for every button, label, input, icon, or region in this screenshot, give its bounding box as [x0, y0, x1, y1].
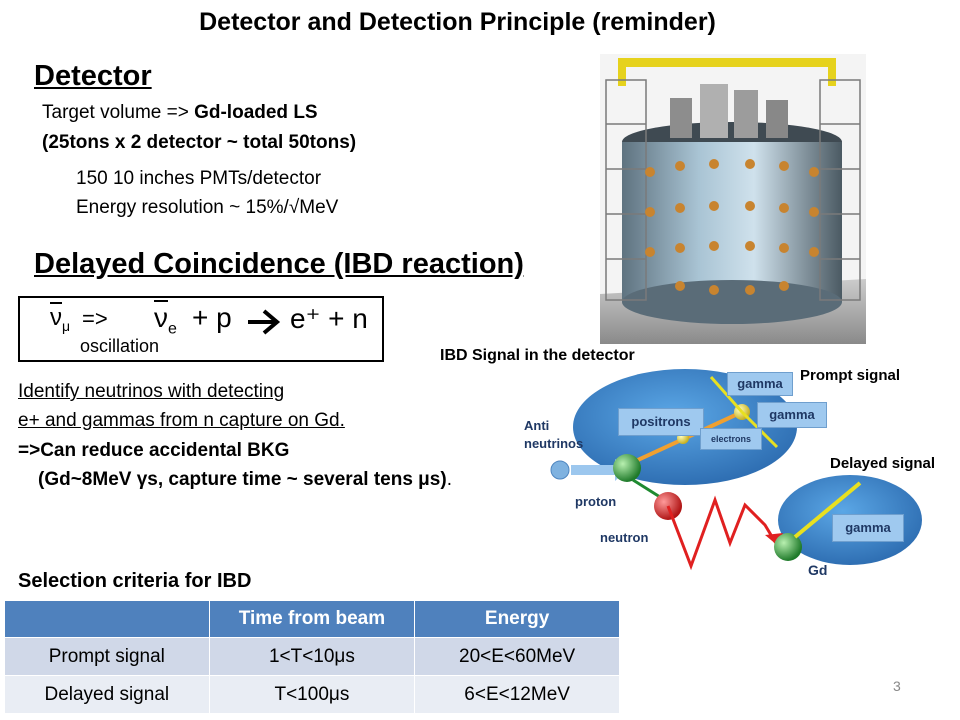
- table-cell: T<100μs: [208, 675, 416, 714]
- gd-note-line: (Gd~8MeV γs, capture time ~ several tens…: [38, 469, 452, 490]
- table-row: Delayed signal T<100μs 6<E<12MeV: [4, 675, 620, 714]
- slide-title: Detector and Detection Principle (remind…: [199, 8, 716, 36]
- reduce-bkg-line: =>Can reduce accidental BKG: [18, 440, 290, 461]
- right-arrow-icon: [248, 309, 281, 335]
- tons-line: (25tons x 2 detector ~ total 50tons): [42, 132, 357, 153]
- table-header-cell: Energy: [414, 600, 620, 638]
- gamma-box-1: gamma: [727, 372, 793, 396]
- gamma-box-3: gamma: [832, 514, 904, 542]
- electrons-box: electrons: [700, 428, 762, 450]
- neutron-label: neutron: [600, 530, 649, 545]
- reaction-products: e⁺ + n: [290, 303, 368, 334]
- target-bold: Gd-loaded LS: [194, 102, 318, 123]
- proton-label: proton: [575, 494, 617, 509]
- implies-arrow: =>: [82, 306, 108, 331]
- gd-label: Gd: [808, 562, 828, 578]
- selection-heading: Selection criteria for IBD: [18, 570, 252, 592]
- detector-heading: Detector: [34, 60, 152, 92]
- nu-e-symbol: νe: [154, 302, 177, 338]
- table-header-cell: Time from beam: [208, 600, 416, 638]
- table-cell: Prompt signal: [4, 637, 210, 676]
- positrons-box: positrons: [618, 408, 704, 436]
- pmts-line: 150 10 inches PMTs/detector: [76, 168, 322, 189]
- neutrinos-label: neutrinos: [524, 436, 584, 451]
- prompt-signal-label: Prompt signal: [800, 367, 901, 384]
- nu-mu-symbol: νμ: [50, 304, 71, 334]
- ibd-caption: IBD Signal in the detector: [440, 347, 635, 364]
- table-cell: Delayed signal: [4, 675, 210, 714]
- gamma-box-2: gamma: [757, 402, 827, 428]
- reaction-proton: + p: [192, 302, 232, 333]
- ibd-diagram: [550, 369, 922, 571]
- reaction-box: νμ => oscillation νe + p e⁺ + n: [18, 296, 384, 362]
- target-prefix: Target volume =>: [42, 102, 195, 123]
- table-header-cell: [4, 600, 210, 638]
- target-volume-line: Target volume => Gd-loaded LS: [42, 102, 318, 124]
- delayed-signal-label: Delayed signal: [830, 455, 936, 472]
- table-row: Prompt signal 1<T<10μs 20<E<60MeV: [4, 637, 620, 676]
- selection-table: Time from beam Energy Prompt signal 1<T<…: [4, 600, 620, 714]
- detector-illustration: [600, 54, 866, 344]
- identify-line-1: Identify neutrinos with detecting: [18, 381, 285, 402]
- oscillation-label: oscillation: [80, 336, 160, 356]
- table-cell: 6<E<12MeV: [414, 675, 620, 714]
- identify-line-2: e+ and gammas from n capture on Gd.: [18, 410, 345, 431]
- delayed-coincidence-heading: Delayed Coincidence (IBD reaction): [34, 248, 524, 280]
- table-header-row: Time from beam Energy: [4, 600, 620, 638]
- table-cell: 1<T<10μs: [208, 637, 416, 676]
- resolution-line: Energy resolution ~ 15%/√MeV: [76, 197, 339, 218]
- anti-label: Anti: [524, 418, 550, 433]
- page-number: 3: [893, 678, 901, 694]
- table-cell: 20<E<60MeV: [414, 637, 620, 676]
